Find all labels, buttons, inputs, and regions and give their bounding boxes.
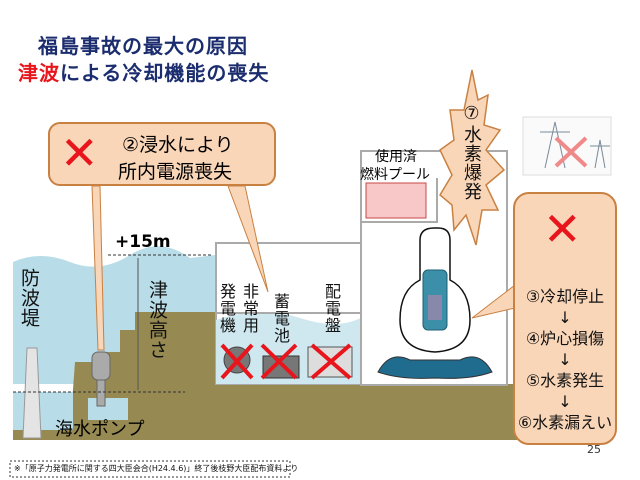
step-hydrogen-generation: ⑤水素発生 [525,371,605,390]
title-rest: による冷却機能の喪失 [60,61,270,85]
footnote: ※「原子力発電所に関する四大臣会合(H24.4.6)」終了後枝野大臣配布資料より [14,464,299,473]
fuel-pool-line1: 使用済 [375,149,417,165]
title-line2: 津波による冷却機能の喪失 [18,57,269,86]
page-number: 25 [587,443,601,456]
battery-label: 蓄電池 [271,293,290,344]
callout-tail-pump [91,185,105,351]
footnote-box [9,460,291,478]
switchboard-label: 配電盤 [322,283,341,334]
tsunami-height-value: +15m [115,232,171,252]
callout-tail-building [227,185,269,293]
fuel-pool [365,182,427,219]
breakwater-pillar [22,347,42,439]
power-tower-icon [540,121,610,169]
pump-shaft [96,379,106,407]
callout-line2: 所内電源喪失 [118,161,233,183]
chain-callout: ✕ ③冷却停止 ↓ ④炉心損傷 ↓ ⑤水素発生 ↓ ⑥水素漏えい [513,192,617,445]
fuel-pool-line2: 燃料プール [360,167,430,183]
title-line1: 福島事故の最大の原因 [38,34,248,58]
title-red-word: 津波 [18,61,60,85]
sea-water [13,392,73,430]
step-hydrogen-leak: ⑥水素漏えい [517,413,613,432]
power-tower-x-icon [554,136,588,168]
flood-callout: ✕ ②浸水により 所内電源喪失 [48,122,276,186]
suppression-pool [377,356,493,379]
arrow-down-icon: ↓ [558,392,572,411]
breakwater-label: 防波堤 [18,268,40,328]
emergency-label: 非常用 [240,283,259,334]
seawater-pump-label: 海水ポンプ [55,419,145,440]
reactor-core [428,295,442,320]
step-cooling-stop: ③冷却停止 [525,287,605,306]
generator-label: 発電機 [217,283,236,334]
explosion-burst [439,69,506,246]
tsunami-height-label: 津波高さ [146,280,168,360]
hydrogen-explosion-label: ⑦水素爆発 [461,103,482,201]
x-icon: ✕ [60,126,99,180]
step-core-damage: ④炉心損傷 [525,329,605,348]
ground [13,312,590,440]
callout-line1: ②浸水により [122,134,234,156]
arrow-down-icon: ↓ [558,308,572,327]
pump-body [91,351,111,381]
equipment-x-marks [220,343,352,380]
x-icon: ✕ [543,202,582,256]
arrow-down-icon: ↓ [558,350,572,369]
